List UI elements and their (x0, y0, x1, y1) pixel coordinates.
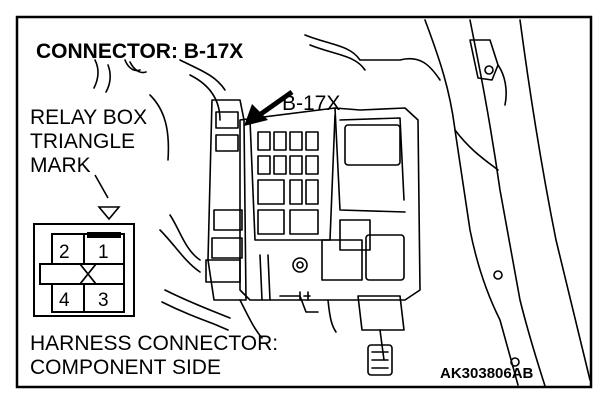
pin-1: 1 (98, 242, 109, 263)
connector-face (33, 223, 135, 317)
harness-label-line2: COMPONENT SIDE (30, 356, 221, 379)
figure-code: AK303806AB (440, 365, 534, 382)
pin-3: 3 (98, 290, 109, 311)
relay-box-label-line2: TRIANGLE (30, 130, 135, 153)
pin-2: 2 (59, 242, 70, 263)
engine-bay-drawing (93, 19, 591, 387)
relay-box-label-line3: MARK (30, 154, 91, 177)
relay-box-label-line1: RELAY BOX (30, 106, 147, 129)
callout-label: B-17X (282, 92, 340, 115)
figure-border (15, 15, 593, 389)
harness-label-line1: HARNESS CONNECTOR: (30, 332, 278, 355)
triangle-pointer (94, 174, 121, 221)
callout-arrow (244, 89, 294, 126)
pin-4: 4 (59, 290, 70, 311)
diagram-title: CONNECTOR: B-17X (36, 40, 243, 63)
